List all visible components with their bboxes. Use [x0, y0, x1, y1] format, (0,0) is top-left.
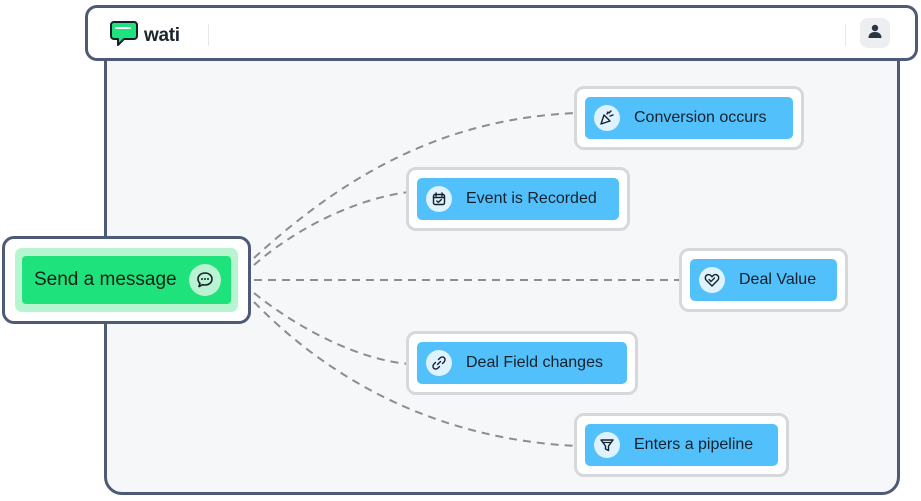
chat-bubble-icon [189, 264, 221, 296]
connector-conversion [253, 112, 578, 259]
user-icon [867, 23, 883, 44]
header-divider [845, 24, 846, 46]
top-bar: wati [85, 5, 918, 61]
target-node-label: Event is Recorded [466, 190, 597, 207]
wati-logo[interactable]: wati [110, 20, 180, 51]
target-node-label: Deal Value [739, 271, 817, 288]
source-node-label: Send a message [34, 269, 177, 290]
target-node-deal-field[interactable]: Deal Field changes [406, 331, 638, 395]
party-popper-icon [594, 105, 620, 131]
link-icon [426, 350, 452, 376]
target-node-body[interactable]: Deal Field changes [417, 342, 627, 384]
target-node-label: Enters a pipeline [634, 436, 754, 453]
connector-pipeline [253, 301, 578, 447]
connector-deal-field [253, 292, 410, 365]
user-avatar-button[interactable] [860, 18, 890, 48]
target-node-body[interactable]: Deal Value [690, 259, 837, 301]
source-node-body[interactable]: Send a message [22, 256, 231, 304]
target-node-body[interactable]: Conversion occurs [585, 97, 793, 139]
target-node-conversion[interactable]: Conversion occurs [574, 86, 804, 150]
connector-event [253, 191, 410, 266]
app-name: wati [144, 24, 180, 46]
target-node-event[interactable]: Event is Recorded [406, 167, 630, 231]
target-node-label: Conversion occurs [634, 109, 767, 126]
header-divider [208, 24, 209, 46]
source-node-send-message[interactable]: Send a message [2, 236, 251, 324]
target-node-body[interactable]: Enters a pipeline [585, 424, 778, 466]
wati-chat-bubble-logo-icon [110, 20, 138, 51]
funnel-icon [594, 432, 620, 458]
target-node-label: Deal Field changes [466, 354, 603, 371]
heart-handshake-icon [699, 267, 725, 293]
target-node-body[interactable]: Event is Recorded [417, 178, 619, 220]
calendar-check-icon [426, 186, 452, 212]
target-node-deal-value[interactable]: Deal Value [679, 248, 848, 312]
target-node-pipeline[interactable]: Enters a pipeline [574, 413, 789, 477]
